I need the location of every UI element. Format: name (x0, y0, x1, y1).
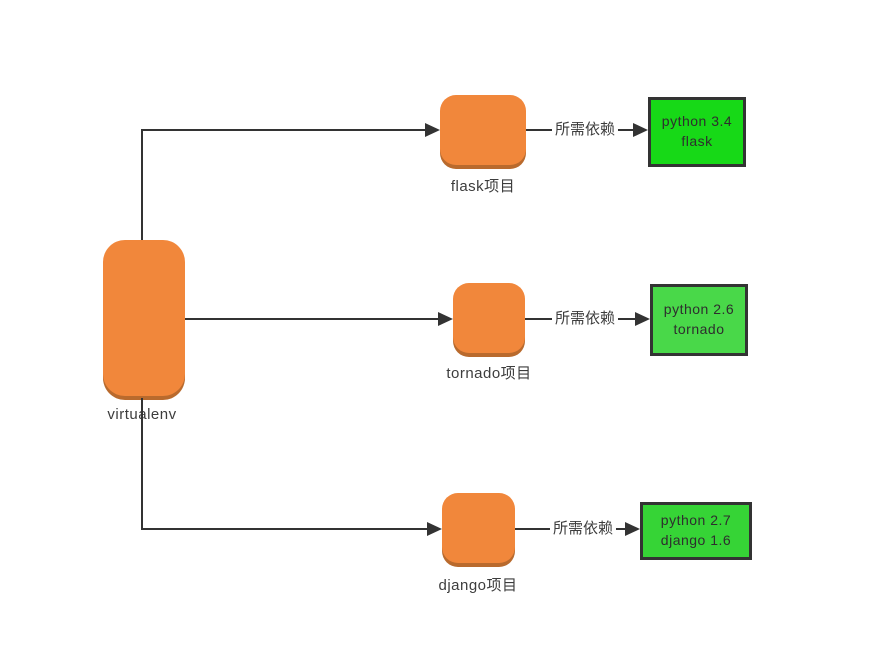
connector-virtualenv-django-horizontal (141, 528, 428, 530)
node-django-project-label: django项目 (438, 577, 518, 594)
dep-box-flask-line2: flask (681, 133, 713, 149)
connector-virtualenv-tornado (185, 318, 439, 320)
node-tornado-project-label: tornado项目 (446, 365, 532, 382)
dep-box-tornado-line2: tornado (673, 321, 725, 337)
arrowhead-into-flask-project-icon (425, 123, 440, 137)
dep-box-flask: python 3.4 flask (648, 97, 746, 167)
edge-tornado-dependency-label: 所需依赖 (551, 310, 619, 328)
connector-virtualenv-flask-vertical (141, 130, 143, 240)
node-virtualenv (103, 240, 185, 396)
node-django-project (442, 493, 515, 563)
edge-flask-dependency-label: 所需依赖 (551, 121, 619, 139)
node-flask-project-label: flask项目 (450, 178, 516, 195)
arrowhead-into-django-deps-icon (625, 522, 640, 536)
arrowhead-into-tornado-project-icon (438, 312, 453, 326)
edge-django-dependency-label: 所需依赖 (549, 520, 617, 538)
dep-box-django: python 2.7 django 1.6 (640, 502, 752, 560)
dep-box-django-line1: python 2.7 (660, 512, 732, 529)
dep-box-tornado-line1: python 2.6 (663, 301, 735, 318)
arrowhead-into-flask-deps-icon (633, 123, 648, 137)
arrowhead-into-django-project-icon (427, 522, 442, 536)
dep-box-tornado: python 2.6 tornado (650, 284, 748, 356)
connector-virtualenv-flask-horizontal (141, 129, 426, 131)
dep-box-flask-line1: python 3.4 (661, 113, 733, 130)
node-tornado-project (453, 283, 525, 353)
node-flask-project (440, 95, 526, 165)
arrowhead-into-tornado-deps-icon (635, 312, 650, 326)
dep-box-django-line2: django 1.6 (660, 532, 732, 548)
connector-virtualenv-django-vertical (141, 398, 143, 530)
